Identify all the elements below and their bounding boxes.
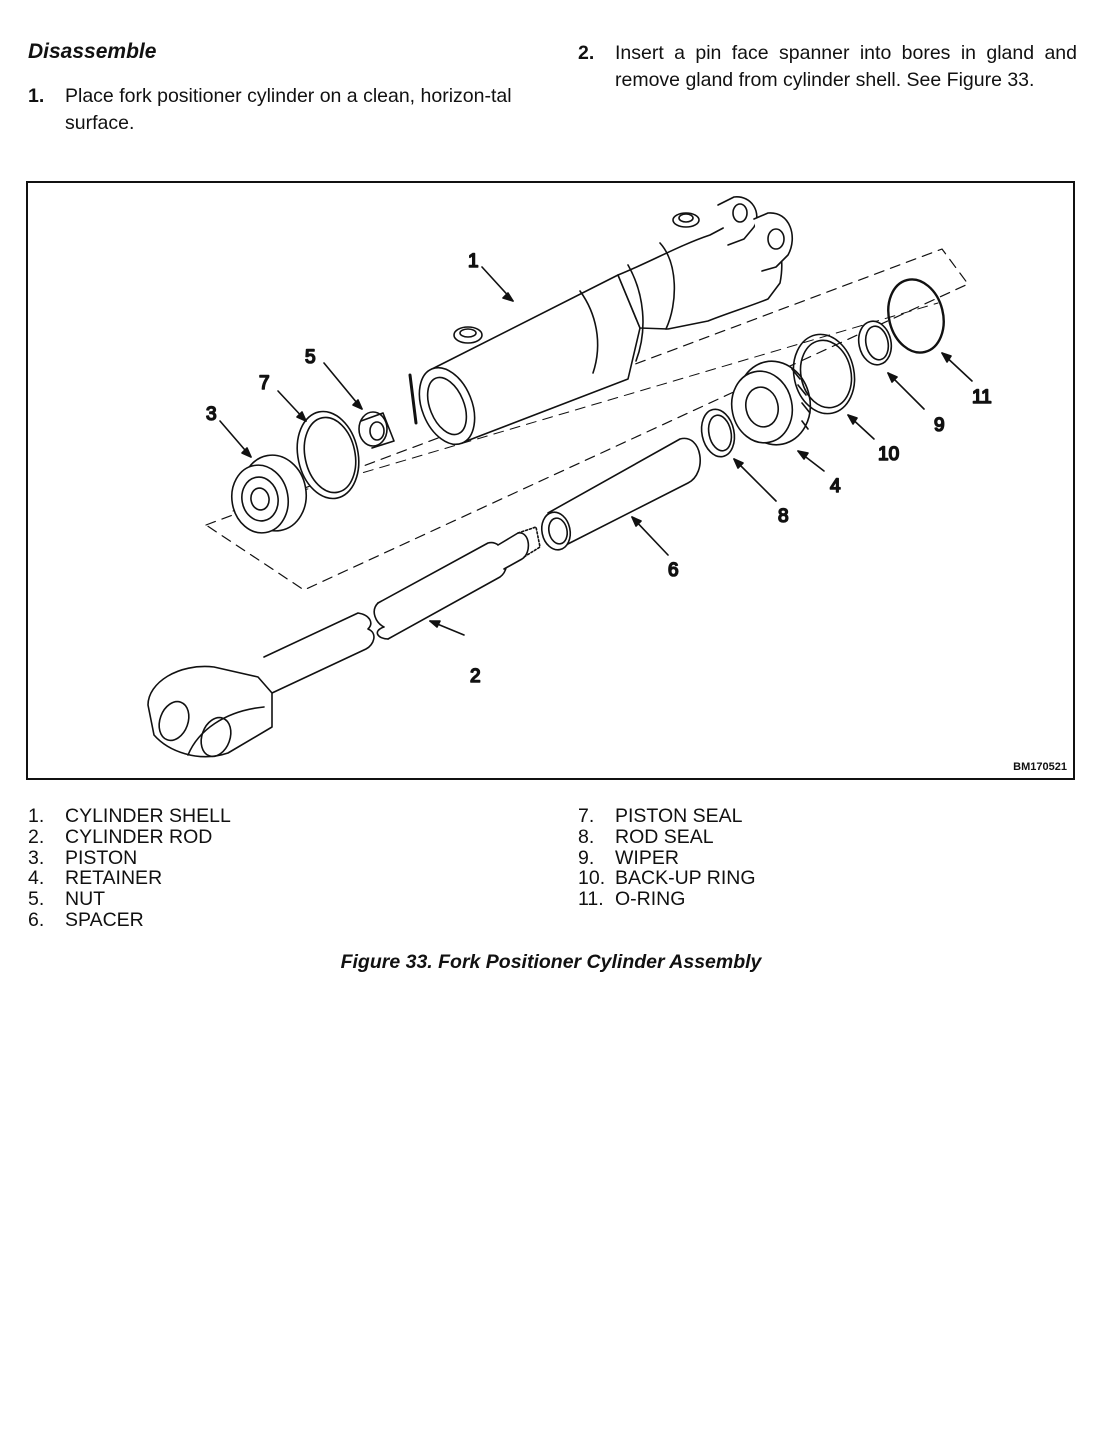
legend-label: PISTON SEAL (615, 805, 743, 827)
exploded-view-figure: 1 2 3 4 5 6 7 8 9 10 11 BM170521 (26, 181, 1075, 780)
figure-caption: Figure 33. Fork Positioner Cylinder Asse… (340, 951, 762, 973)
legend-label: SPACER (65, 908, 144, 931)
legend-number: 10. (578, 867, 606, 890)
callout-8: 8 (778, 506, 789, 527)
legend-item: 10. BACK-UP RING (578, 868, 978, 889)
legend-label: ROD SEAL (615, 825, 714, 848)
legend-number: 5. (28, 888, 45, 911)
legend-item: 7. PISTON SEAL (578, 806, 978, 827)
step-number: 2. (578, 42, 595, 64)
callout-9: 9 (934, 415, 945, 436)
back-up-ring (792, 333, 856, 415)
cylinder-shell (408, 196, 793, 446)
callout-3: 3 (206, 404, 217, 425)
callout-6: 6 (668, 560, 679, 581)
callout-1: 1 (468, 251, 479, 272)
legend-number: 2. (28, 825, 45, 848)
piston-seal (296, 410, 360, 500)
callout-7: 7 (259, 373, 270, 394)
legend-label: BACK-UP RING (615, 867, 756, 890)
legend-number: 9. (578, 846, 595, 869)
nut (358, 411, 395, 449)
step-1: 1. Place fork positioner cylinder on a c… (28, 83, 538, 143)
legend-item: 4. RETAINER (28, 868, 428, 889)
o-ring (887, 278, 945, 354)
callout-11: 11 (972, 387, 992, 408)
legend-item: 3. PISTON (28, 846, 428, 869)
figure-id-label: BM170521 (1013, 761, 1067, 773)
legend-item: 6. SPACER (28, 910, 428, 931)
legend-item: 5. NUT (28, 889, 428, 910)
step-text: Place fork positioner cylinder on a clea… (65, 85, 512, 134)
cylinder-assembly-drawing: 1 2 3 4 5 6 7 8 9 10 11 (147, 196, 993, 758)
spacer (540, 437, 701, 551)
step-text: Insert a pin face spanner into bores in … (615, 42, 1077, 91)
legend-label: NUT (65, 888, 106, 911)
callout-2: 2 (470, 666, 481, 687)
piston (231, 454, 307, 534)
legend-label: PISTON (65, 846, 138, 869)
legend-item: 8. ROD SEAL (578, 825, 978, 848)
legend-label: RETAINER (65, 867, 163, 890)
parts-legend-left: 1. CYLINDER SHELL 2. CYLINDER ROD 3. PISTON… (28, 806, 428, 931)
section-heading: Disassemble (28, 40, 157, 63)
legend-label: CYLINDER ROD (65, 825, 213, 848)
wiper (857, 320, 893, 366)
legend-label: WIPER (615, 846, 679, 869)
legend-label: CYLINDER SHELL (65, 805, 231, 827)
step-number: 1. (28, 85, 45, 107)
callout-5: 5 (305, 347, 316, 368)
step-2: 2. Insert a pin face spanner into bores … (578, 40, 1078, 100)
legend-number: 3. (28, 846, 45, 869)
assembly-frame (205, 248, 969, 591)
legend-number: 6. (28, 908, 45, 931)
legend-item: 2. CYLINDER ROD (28, 825, 428, 848)
legend-item: 9. WIPER (578, 846, 978, 869)
legend-number: 4. (28, 867, 45, 890)
legend-number: 1. (28, 805, 45, 827)
legend-number: 11. (578, 888, 604, 911)
rod-seal (700, 408, 736, 458)
legend-number: 8. (578, 825, 595, 848)
callout-4: 4 (830, 476, 841, 497)
legend-label: O-RING (615, 888, 686, 911)
callout-leaders (219, 266, 973, 636)
legend-item: 1. CYLINDER SHELL (28, 806, 428, 827)
retainer (730, 360, 812, 446)
parts-legend-right: 7. PISTON SEAL 8. ROD SEAL 9. WIPER 10. BACK… (578, 806, 978, 910)
legend-number: 7. (578, 805, 595, 827)
cylinder-rod (147, 526, 541, 758)
callout-10: 10 (878, 444, 899, 465)
legend-item: 11. O-RING (578, 889, 978, 910)
